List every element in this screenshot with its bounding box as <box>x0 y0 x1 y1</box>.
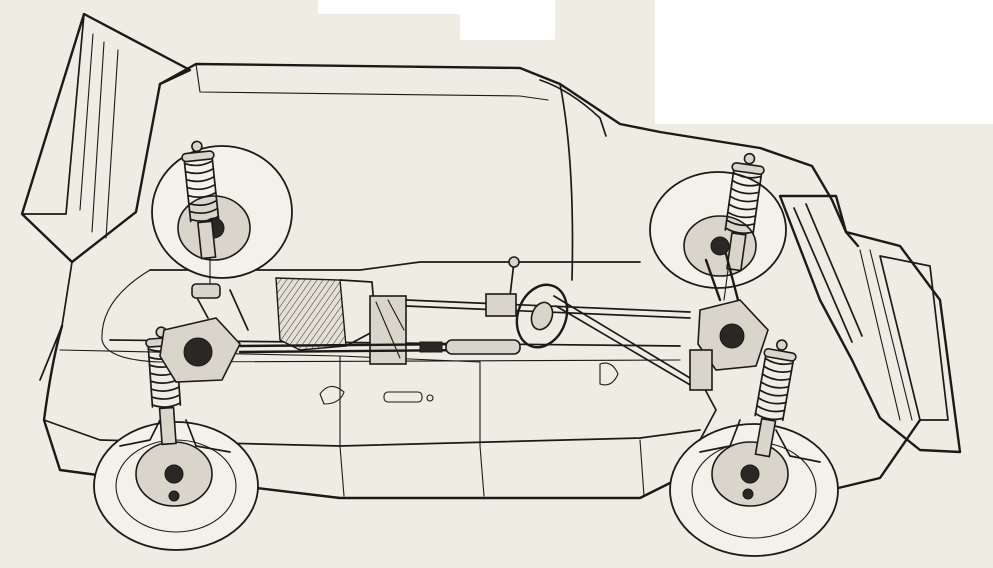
front-upper-wheel-icon <box>649 171 787 289</box>
door-handle <box>383 391 423 403</box>
rear-wing-icon <box>20 12 192 381</box>
page-blank-corner <box>655 0 993 124</box>
front-differential <box>689 252 769 441</box>
rear-upper-wheel-icon <box>151 145 293 279</box>
steering-wheel-icon <box>515 283 693 387</box>
gear-lever-icon <box>485 256 520 317</box>
front-lower-wheel-icon <box>669 423 839 557</box>
front-spoiler-icon <box>778 194 962 454</box>
gearbox-icon <box>275 277 407 365</box>
suspension-links <box>119 257 821 463</box>
rear-lower-wheel-icon <box>93 421 259 551</box>
rear-differential <box>159 283 249 383</box>
